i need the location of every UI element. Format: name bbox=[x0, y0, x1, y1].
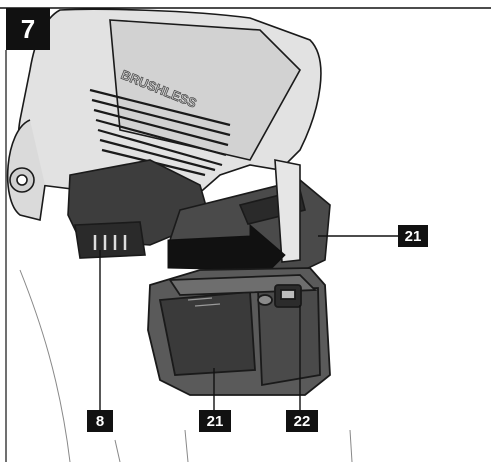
callout-charge-indicator: 22 bbox=[286, 410, 318, 432]
callout-release-latch: 8 bbox=[87, 410, 113, 432]
battery-mount bbox=[67, 159, 211, 259]
battery-foreground bbox=[147, 267, 331, 396]
tool-body bbox=[6, 8, 322, 221]
step-number-badge: 7 bbox=[6, 8, 50, 50]
leg-outline bbox=[19, 269, 353, 462]
guide-bracket bbox=[274, 159, 301, 263]
leader-lines bbox=[99, 235, 398, 410]
callout-battery-right: 21 bbox=[398, 225, 428, 247]
callout-battery-bottom: 21 bbox=[199, 410, 231, 432]
